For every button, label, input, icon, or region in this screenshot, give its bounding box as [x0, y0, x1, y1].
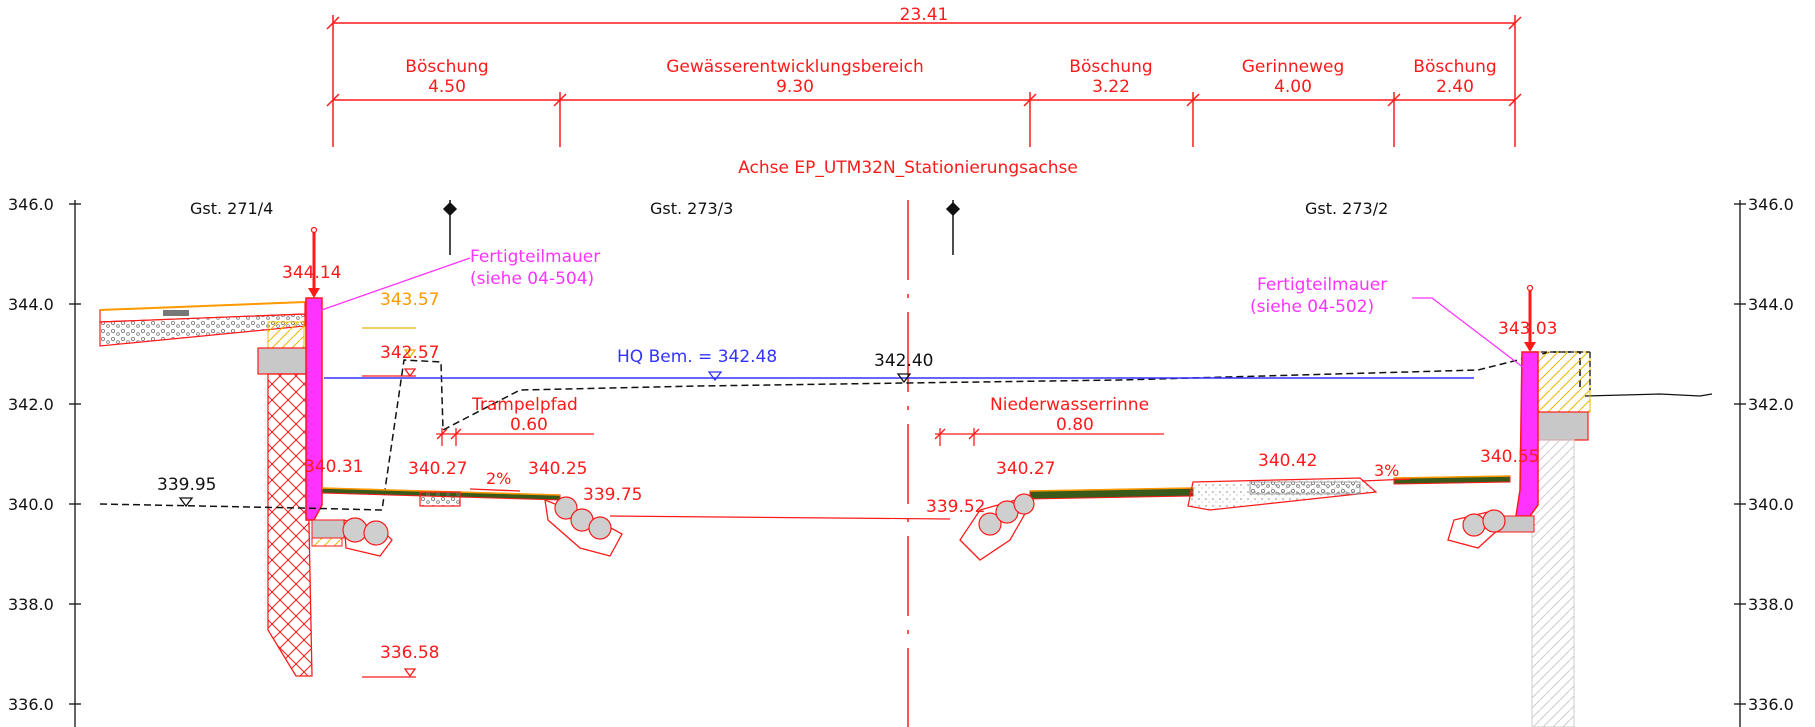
- elevation-tick-right: 346.0: [1748, 195, 1794, 214]
- wall-callout-left: Fertigteilmauer (siehe 04-504): [315, 247, 600, 313]
- elevation-markers: [178, 327, 912, 678]
- elevation-scale-right: [1734, 200, 1746, 727]
- dimension-segments: Böschung 4.50 Gewässerentwicklungsbereic…: [405, 57, 1496, 97]
- elevation-tick-right: 342.0: [1748, 395, 1794, 414]
- elevation-label: 339.95: [157, 475, 216, 495]
- right-riprap: [959, 493, 1035, 561]
- elevation-label: 340.42: [1258, 451, 1317, 471]
- niederwasserrinne-dimension: [934, 428, 1164, 446]
- elevation-label: 340.27: [408, 459, 467, 479]
- segment-value: 4.50: [428, 77, 466, 97]
- elevation-label: 339.75: [583, 485, 642, 505]
- slope-right: 3%: [1361, 461, 1411, 482]
- wall-label-right-line1: Fertigteilmauer: [1257, 275, 1387, 295]
- segment-value: 9.30: [776, 77, 814, 97]
- elevation-label: 343.57: [380, 290, 439, 310]
- elevation-tick-right: 340.0: [1748, 495, 1794, 514]
- water-level-label: HQ Bem. = 342.48: [617, 347, 777, 367]
- elevation-tick-right: 338.0: [1748, 595, 1794, 614]
- left-riprap: [544, 496, 623, 557]
- segment-value: 4.00: [1274, 77, 1312, 97]
- parcel-label: Gst. 271/4: [190, 199, 273, 218]
- wall-label-right-line2: (siehe 04-502): [1250, 297, 1374, 317]
- elevation-tick-left: 338.0: [8, 595, 54, 614]
- trampelpfad-dimension: [436, 428, 594, 446]
- elevation-scale-left: [69, 200, 81, 727]
- slope-left-label: 2%: [486, 469, 511, 488]
- niederwasserrinne-label: Niederwasserrinne: [990, 395, 1149, 415]
- elevation-label: 344.14: [282, 263, 341, 283]
- elevation-tick-left: 346.0: [8, 195, 54, 214]
- elevation-label: 342.40: [874, 351, 933, 371]
- parcel-label: Gst. 273/3: [650, 199, 733, 218]
- slope-right-label: 3%: [1374, 461, 1399, 480]
- elevation-tick-left: 342.0: [8, 395, 54, 414]
- overall-width: 23.41: [900, 5, 949, 25]
- segment-label: Gewässerentwicklungsbereich: [666, 57, 924, 77]
- elevation-label: 340.31: [304, 457, 363, 477]
- elevation-label: 342.57: [380, 343, 439, 363]
- elevation-tick-right: 344.0: [1748, 295, 1794, 314]
- niederwasserrinne-width: 0.80: [1056, 415, 1094, 435]
- wall-callout-right: Fertigteilmauer (siehe 04-502): [1250, 275, 1525, 369]
- segment-label: Böschung: [405, 57, 488, 77]
- elevation-label: 340.27: [996, 459, 1055, 479]
- parcel-boundary-markers: [442, 200, 961, 255]
- terrain-line-right: [1584, 393, 1713, 397]
- segment-label: Böschung: [1069, 57, 1152, 77]
- segment-value: 3.22: [1092, 77, 1130, 97]
- elevation-label: 343.03: [1498, 319, 1557, 339]
- left-bank-structure: [99, 226, 393, 677]
- channel-bed: [321, 475, 1511, 520]
- dimension-chain: [326, 15, 1522, 147]
- wall-label-left-line2: (siehe 04-504): [470, 269, 594, 289]
- elevation-label: 336.58: [380, 643, 439, 663]
- right-bank-structure: [1447, 284, 1591, 727]
- parcel-label: Gst. 273/2: [1305, 199, 1388, 218]
- elevation-label: 340.25: [528, 459, 587, 479]
- segment-label: Böschung: [1413, 57, 1496, 77]
- elevation-tick-left: 340.0: [8, 495, 54, 514]
- segment-label: Gerinneweg: [1242, 57, 1345, 77]
- elevation-label: 339.52: [926, 497, 985, 517]
- elevation-tick-left: 344.0: [8, 295, 54, 314]
- trampelpfad-width: 0.60: [510, 415, 548, 435]
- water-level-marker: [707, 371, 723, 382]
- elevation-tick-left: 336.0: [8, 695, 54, 714]
- elevation-tick-right: 336.0: [1748, 695, 1794, 714]
- axis-title: Achse EP_UTM32N_Stationierungsachse: [738, 158, 1078, 178]
- trampelpfad-label: Trampelpfad: [471, 395, 578, 415]
- wall-label-left-line1: Fertigteilmauer: [470, 247, 600, 267]
- slope-left: 2%: [469, 469, 521, 492]
- segment-value: 2.40: [1436, 77, 1474, 97]
- elevation-label: 340.55: [1480, 447, 1539, 467]
